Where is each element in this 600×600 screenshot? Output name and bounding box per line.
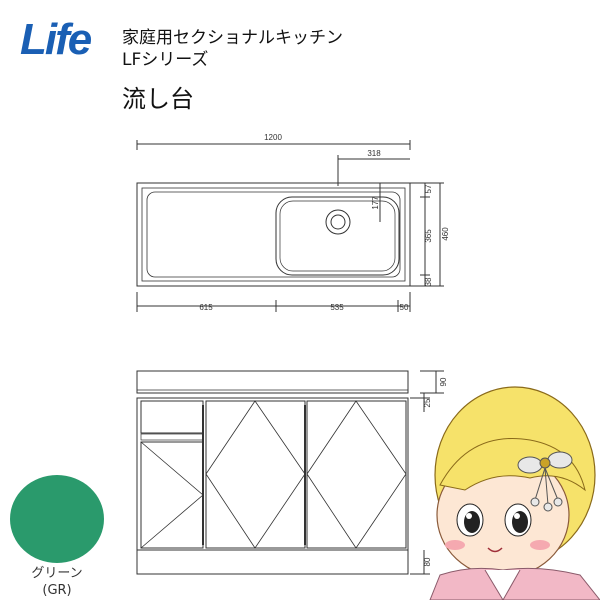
- dim-right: 50: [400, 303, 409, 312]
- color-swatch-green: [10, 475, 104, 563]
- dim-38: 38: [424, 277, 433, 286]
- dim-80: 80: [423, 557, 432, 566]
- color-code: (GR): [42, 583, 72, 598]
- dim-57: 57: [424, 184, 433, 193]
- color-name: グリーン: [31, 566, 83, 581]
- front-view-drawing: [136, 370, 444, 575]
- brand-logo: Life: [20, 15, 92, 64]
- dim-width: 1200: [264, 133, 282, 142]
- dim-left: 615: [199, 303, 213, 312]
- series-name: LFシリーズ: [122, 50, 209, 70]
- page-title: 家庭用セクショナルキッチン: [122, 28, 343, 48]
- mascot-girl-illustration: [429, 386, 600, 600]
- dim-25: 25: [423, 398, 432, 407]
- dim-177: 177: [371, 196, 380, 210]
- product-name: 流し台: [122, 85, 194, 113]
- dim-middle: 535: [330, 303, 344, 312]
- dim-depth: 460: [441, 227, 450, 241]
- dim-90: 90: [439, 377, 448, 386]
- dim-365: 365: [424, 229, 433, 243]
- dim-offset: 318: [367, 149, 381, 158]
- top-view-drawing: [136, 140, 444, 312]
